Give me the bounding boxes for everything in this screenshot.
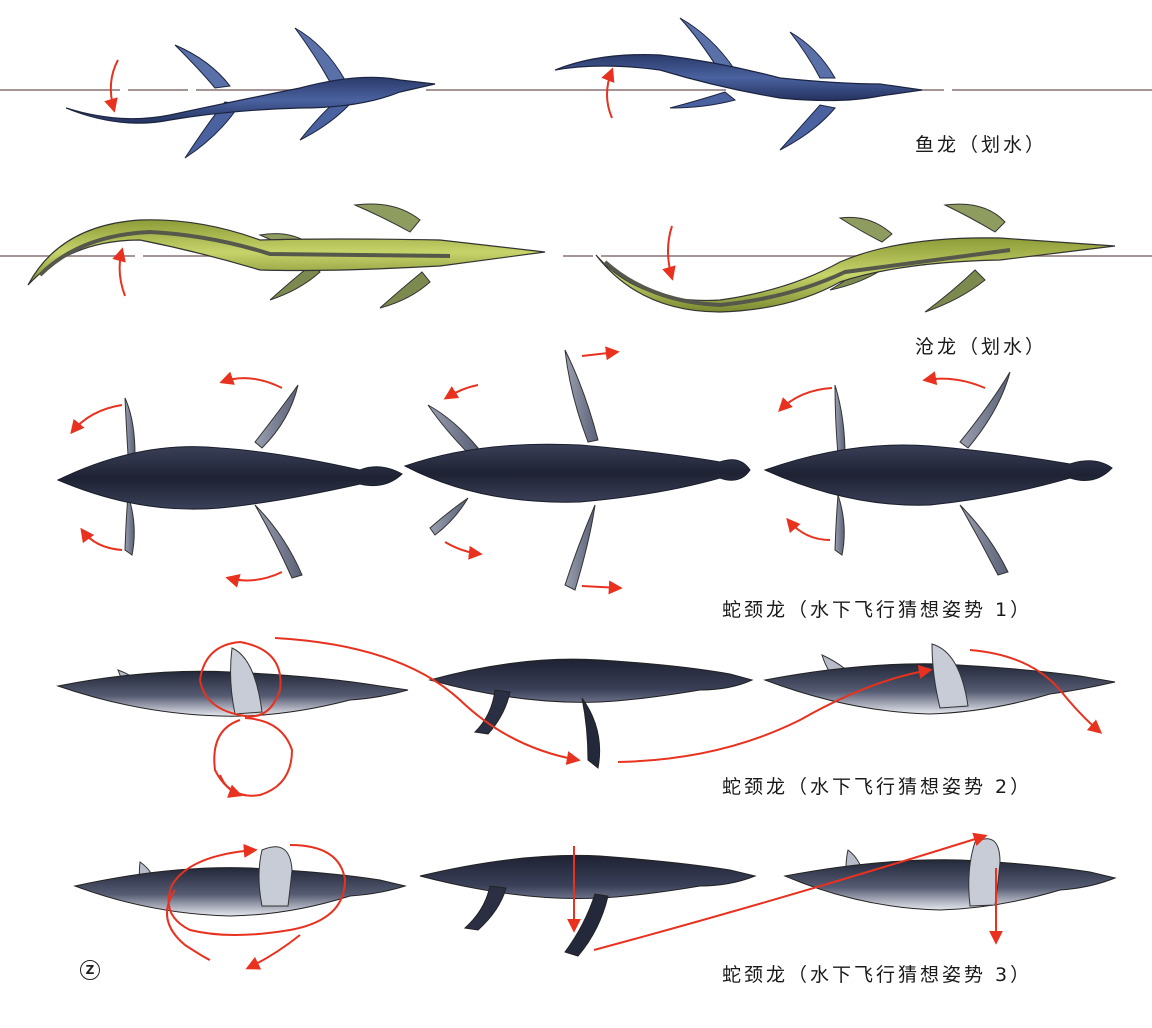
plesiosaur-side-figure-3b — [419, 854, 757, 957]
mosasaur-figure-1 — [27, 203, 546, 309]
plesiosaur-side-figure-2a — [56, 647, 409, 717]
paddle-arrow — [70, 404, 123, 435]
plesiosaur-topview-figure-3 — [763, 371, 1113, 576]
paddle-arrow — [444, 541, 483, 560]
plesiosaur-topview-row — [56, 346, 1113, 595]
swim-arrow — [662, 225, 676, 281]
paddle-arrow — [581, 580, 623, 595]
motion-arrow — [593, 832, 988, 951]
publisher-mark: Z — [80, 960, 100, 980]
motion-path — [167, 843, 347, 936]
plesiosaur-side-figure-2b — [428, 658, 754, 769]
motion-path — [213, 717, 294, 797]
motion-path — [198, 641, 282, 718]
caption-plesiosaur-pose-2: 蛇颈龙（水下飞行猜想姿势 2） — [722, 776, 1033, 798]
ichthyosaur-row — [0, 17, 1152, 159]
plesiosaur-side-figure-3c — [783, 838, 1117, 911]
paddle-arrow — [581, 346, 620, 361]
motion-arrow — [617, 664, 933, 763]
motion-arrow — [245, 934, 301, 970]
paddle-arrow — [786, 517, 831, 541]
paddle-arrow — [443, 384, 479, 400]
paddle-arrow — [778, 387, 833, 412]
paddle-arrow — [922, 371, 986, 389]
plesiosaur-side-figure-2c — [763, 643, 1116, 715]
caption-plesiosaur-pose-1: 蛇颈龙（水下飞行猜想姿势 1） — [722, 599, 1033, 621]
caption-plesiosaur-pose-3: 蛇颈龙（水下飞行猜想姿势 3） — [722, 964, 1033, 986]
caption-mosasaur: 沧龙（划水） — [915, 336, 1048, 358]
plesiosaur-side-figure-3a — [73, 846, 407, 917]
swim-arrow — [104, 59, 119, 113]
mosasaur-figure-2 — [595, 203, 1116, 313]
plesiosaur-pose2-row — [56, 637, 1116, 798]
ichthyosaur-figure-2 — [554, 17, 923, 151]
paddle-arrow — [225, 571, 283, 588]
ichthyosaur-figure-1 — [65, 27, 436, 159]
motion-arrow — [274, 637, 581, 765]
plesiosaur-topview-figure-1 — [56, 384, 403, 579]
plesiosaur-pose3-row — [73, 832, 1117, 970]
motion-arrow — [166, 889, 211, 961]
paddle-arrow — [80, 527, 123, 551]
paddle-arrow — [219, 371, 283, 389]
caption-ichthyosaur: 鱼龙（划水） — [915, 134, 1048, 156]
mosasaur-row — [0, 203, 1152, 313]
swim-arrow — [601, 67, 615, 119]
swim-arrow — [112, 247, 126, 297]
motion-arrow — [969, 649, 1103, 734]
motion-arrow — [219, 774, 243, 798]
plesiosaur-topview-figure-2 — [403, 349, 751, 591]
